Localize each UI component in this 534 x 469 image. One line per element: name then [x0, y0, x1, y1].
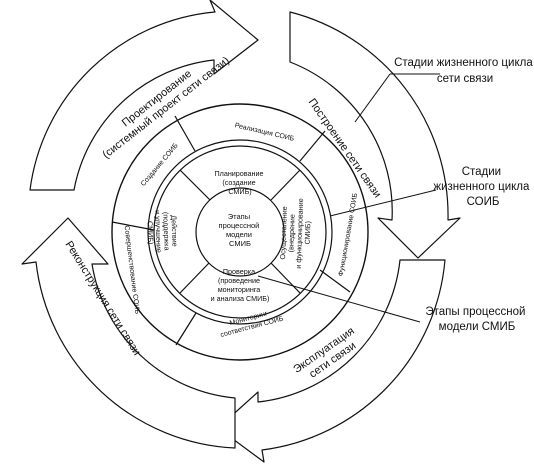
outer-arrow-build [289, 11, 461, 259]
process-ring [179, 169, 301, 294]
process-ring-outer [153, 145, 327, 319]
soib-ring-dividers [111, 115, 351, 346]
process-ring-dividers [179, 169, 301, 294]
outer-arrow-reconstruct [21, 217, 236, 449]
process-label-do: Осуществление (внедрение и функционирова… [278, 196, 314, 269]
callout-network-lifecycle: Стадии жизненного цикла сети связи [394, 57, 534, 85]
center-circle [195, 187, 285, 277]
process-label-act: Действие (поддержка и улучшение СМИБ) [145, 209, 180, 255]
process-label-plan: Планирование (создание СМИБ) [214, 169, 265, 196]
callout-smib-process: Этапы процессной модели СМИБ [425, 306, 528, 333]
callout-soib-lifecycle: Стадии жизненного цикла СОИБ [433, 166, 532, 208]
outer-arrow-operate [217, 259, 446, 463]
callout-leaders [257, 73, 440, 323]
process-label-check: Проверка (проведение мониторинга и анали… [211, 267, 270, 303]
outer-arrow-design [29, 0, 259, 191]
center-label: Этапы процессной модели СМИБ [219, 212, 262, 248]
